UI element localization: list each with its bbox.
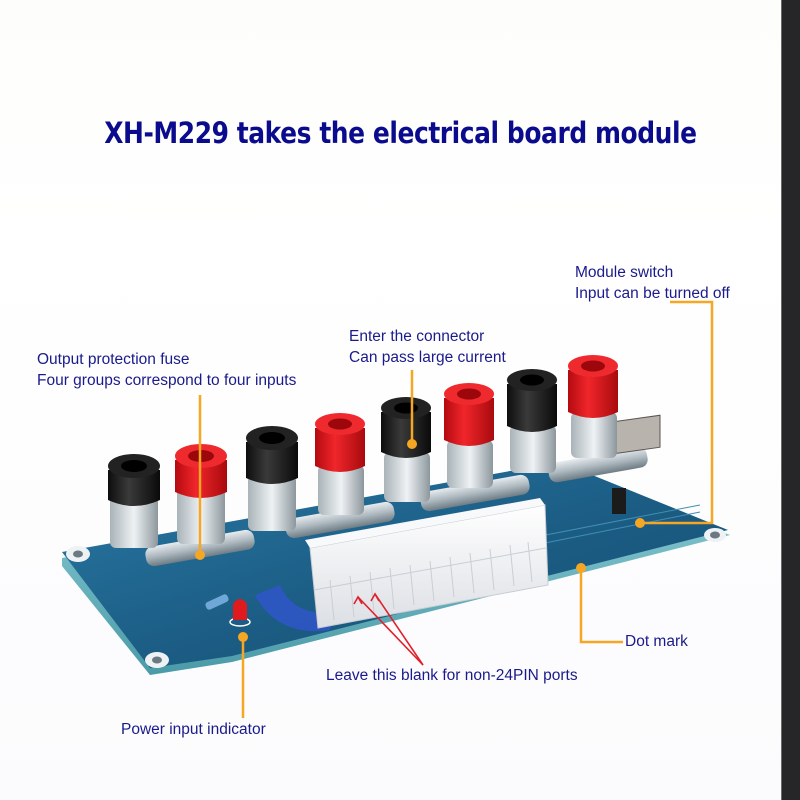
power-led	[205, 594, 251, 627]
leader-lines	[198, 300, 714, 718]
terminal-1-black	[108, 454, 160, 548]
terminal-5-black	[381, 397, 431, 502]
fuse-4	[548, 447, 648, 483]
fuses	[145, 447, 648, 567]
leader-module-switch	[640, 300, 714, 525]
blank-pin-arrows	[353, 592, 424, 666]
terminal-6-red	[444, 383, 494, 488]
terminal-8-red	[568, 355, 618, 458]
terminal-4-red	[315, 413, 365, 515]
label-power-indicator: Power input indicator	[121, 721, 266, 738]
leader-dot-mark	[579, 568, 623, 644]
label-fuse: Output protection fuse Four groups corre…	[37, 351, 297, 389]
terminal-7-black	[507, 369, 557, 473]
page-title: XH-M229 takes the electrical board modul…	[104, 116, 697, 150]
label-dot-mark: Dot mark	[625, 633, 688, 650]
leader-dots	[195, 439, 645, 642]
atx-24pin-connector	[305, 498, 549, 629]
fuse-2	[285, 501, 395, 539]
label-module-switch: Module switch Input can be turned off	[575, 264, 730, 302]
right-edge-band	[781, 0, 800, 800]
fuse-3	[420, 474, 530, 512]
board-illustration	[62, 300, 730, 718]
terminal-3-black	[246, 426, 298, 531]
label-connector: Enter the connector Can pass large curre…	[349, 328, 506, 366]
label-blank-pins: Leave this blank for non-24PIN ports	[326, 667, 578, 684]
terminals	[108, 355, 618, 548]
mounting-holes	[66, 528, 726, 668]
